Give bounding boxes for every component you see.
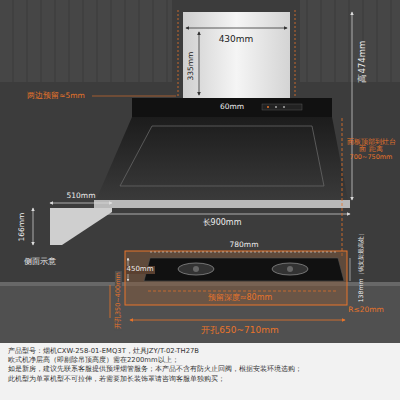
dimension-label: 166mm: [18, 213, 26, 242]
dimension-label: 高474mm: [358, 41, 367, 83]
dimension-label: 预留深度≈80mm: [208, 294, 272, 303]
dimension-label: 长900mm: [203, 219, 242, 228]
dimension-label: 138mm（锅支架最高处）: [358, 230, 365, 302]
dimension-label: 开孔650~710mm: [200, 326, 279, 336]
dimension-label: 面板顶部到灶台面 距离700~750mm: [345, 139, 397, 160]
dimension-label: 780mm: [230, 241, 259, 249]
note-line: 产品型号：烟机CXW-258-01-EMQ3T，灶具JZY/T-02-TH27B: [8, 347, 392, 356]
dimension-label: 开孔350~400mm: [114, 272, 121, 331]
note-line: 此机型为单罩机型不可拉伸，若需要加长装饰罩请咨询客服单独购买；: [8, 375, 392, 384]
dimension-label: 450mm: [126, 266, 155, 274]
notes-panel: 产品型号：烟机CXW-258-01-EMQ3T，灶具JZY/T-02-TH27B…: [0, 343, 400, 400]
dimension-label: 两边预留≈5mm: [26, 92, 86, 100]
dimension-label: 510mm: [67, 192, 96, 200]
dimension-label: 60mm: [220, 103, 244, 111]
dimension-label: 侧面示意: [24, 258, 56, 266]
note-line: 欧式机净层高（即剔除吊顶高度）需在2200mm以上；: [8, 356, 392, 365]
dimension-label: 335mm: [187, 52, 195, 81]
dimension-label: 430mm: [219, 35, 254, 45]
note-line: 如是新房，建议先联系客服提供预埋烟管服务；本产品不含有防火止回阀，根据安装环境选…: [8, 365, 392, 374]
dimension-label: R≤20mm: [348, 306, 384, 314]
